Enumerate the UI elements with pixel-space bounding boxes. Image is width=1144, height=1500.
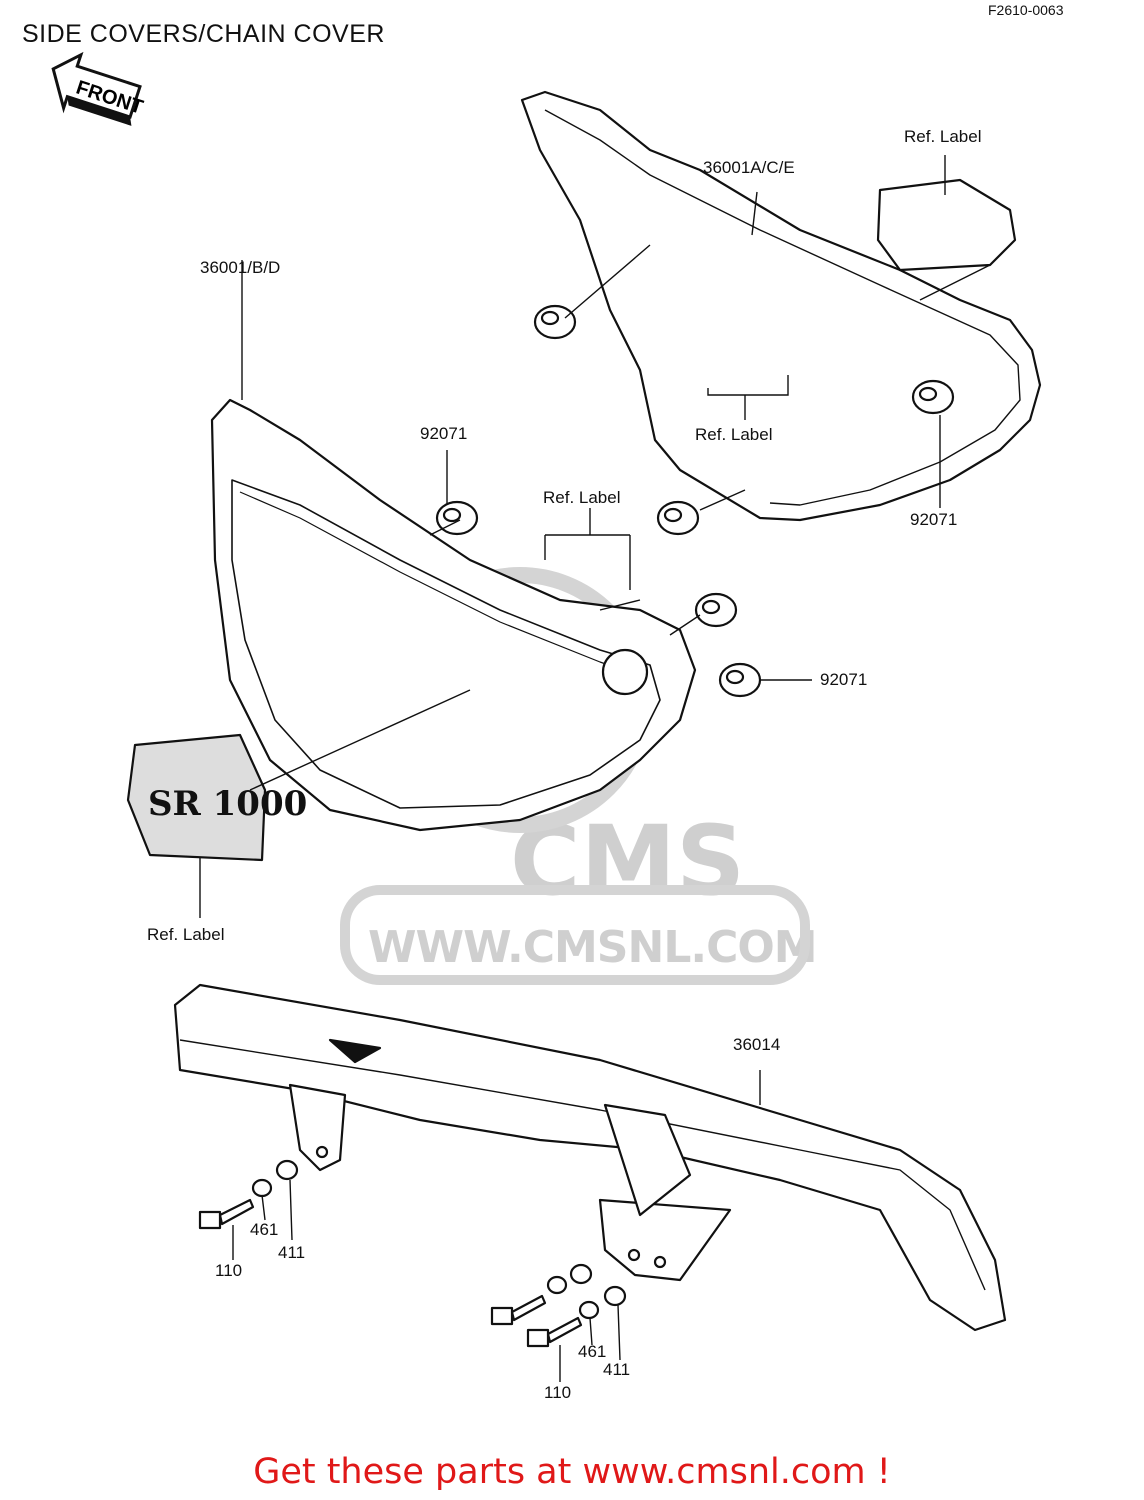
grommet-icon (911, 379, 955, 415)
diagram-code: F2610-0063 (988, 2, 1064, 18)
left-side-cover (210, 398, 697, 832)
bolt-icon (490, 1294, 547, 1326)
grommet-icon (533, 304, 577, 340)
right-side-cover (520, 90, 1042, 522)
label-ref-right-cover: Ref. Label (695, 425, 773, 444)
label-ref-top-right: Ref. Label (904, 127, 982, 146)
label-grommet-right: 92071 (910, 510, 958, 529)
label-grommet-left-side: 92071 (820, 670, 868, 689)
label-washer-411-rear: 411 (603, 1360, 631, 1379)
footer-link[interactable]: Get these parts at www.cmsnl.com ! (253, 1452, 891, 1492)
chain-cover-front-bracket (288, 1083, 347, 1172)
chain-cover-rear-bracket (598, 1198, 732, 1282)
label-ref-emblem: Ref. Label (147, 925, 225, 944)
watermark-url: WWW.CMSNL.COM (368, 922, 818, 973)
ref-label-plate (876, 178, 1017, 272)
label-right-cover: 36001A/C/E (703, 158, 795, 177)
label-left-cover: 36001/B/D (200, 258, 281, 277)
grommet-icon (718, 662, 762, 698)
label-bolt-110-front: 110 (215, 1261, 243, 1280)
washer-icon (251, 1159, 299, 1198)
label-washer-411-front: 411 (278, 1243, 306, 1262)
front-arrow-icon: FRONT (51, 51, 146, 126)
chain-cover (173, 983, 1007, 1332)
bolt-icon (198, 1198, 255, 1230)
label-grommet-left-top: 92071 (420, 424, 468, 443)
washer-icon (546, 1263, 627, 1320)
grommet-icon (694, 592, 738, 628)
emblem-text: SR 1000 (148, 784, 307, 824)
label-ref-left-cover: Ref. Label (543, 488, 621, 507)
sr1000-emblem: SR 1000 (126, 733, 307, 862)
page-title: SIDE COVERS/CHAIN COVER (22, 20, 385, 48)
label-bolt-110-rear: 110 (544, 1383, 572, 1402)
grommet-icon (656, 500, 700, 536)
label-washer-461-front: 461 (250, 1220, 279, 1239)
bolt-icon (526, 1316, 583, 1348)
label-chain-cover: 36014 (733, 1035, 781, 1054)
label-washer-461-rear: 461 (578, 1342, 607, 1361)
